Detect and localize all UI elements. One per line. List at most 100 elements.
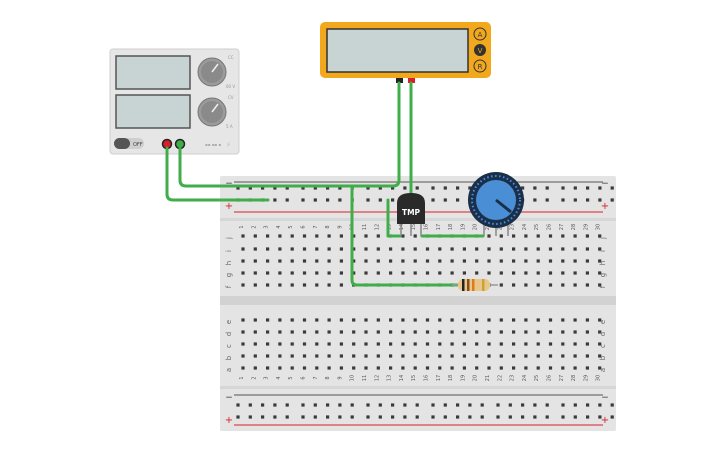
- bottom-terminal-hole[interactable]: [475, 366, 479, 370]
- top-rail-plus-hole[interactable]: [313, 198, 317, 202]
- bottom-terminal-hole[interactable]: [364, 318, 368, 322]
- bottom-terminal-hole[interactable]: [278, 354, 282, 358]
- mode-current-button[interactable]: A: [473, 27, 487, 41]
- top-rail-minus-hole[interactable]: [285, 186, 289, 190]
- bottom-terminal-hole[interactable]: [413, 318, 417, 322]
- bottom-rail-plus-hole[interactable]: [610, 415, 614, 419]
- top-terminal-hole[interactable]: [475, 259, 479, 263]
- bottom-rail-plus-hole[interactable]: [285, 415, 289, 419]
- top-terminal-hole[interactable]: [598, 247, 602, 251]
- bottom-terminal-hole[interactable]: [548, 342, 553, 346]
- bottom-rail-minus-hole[interactable]: [391, 403, 395, 407]
- bottom-terminal-hole[interactable]: [598, 354, 602, 358]
- bottom-terminal-hole[interactable]: [413, 330, 417, 334]
- bottom-terminal-hole[interactable]: [438, 318, 442, 322]
- top-rail-minus-hole[interactable]: [366, 186, 370, 190]
- top-rail-minus-hole[interactable]: [431, 186, 435, 190]
- bottom-rail-plus-hole[interactable]: [598, 415, 602, 419]
- top-terminal-hole[interactable]: [524, 259, 528, 263]
- top-terminal-hole[interactable]: [425, 247, 430, 251]
- bottom-rail-minus-hole[interactable]: [350, 403, 354, 407]
- top-rail-plus-hole[interactable]: [598, 198, 602, 202]
- top-rail-minus-hole[interactable]: [533, 186, 537, 190]
- top-terminal-hole[interactable]: [548, 259, 553, 263]
- bottom-terminal-hole[interactable]: [499, 318, 503, 322]
- top-terminal-hole[interactable]: [315, 247, 319, 251]
- bottom-terminal-hole[interactable]: [499, 354, 503, 358]
- top-terminal-hole[interactable]: [290, 271, 294, 275]
- top-terminal-hole[interactable]: [561, 271, 565, 275]
- bottom-terminal-hole[interactable]: [339, 342, 343, 346]
- top-terminal-hole[interactable]: [352, 271, 356, 275]
- bottom-terminal-hole[interactable]: [598, 330, 602, 334]
- top-terminal-hole[interactable]: [524, 247, 528, 251]
- top-terminal-hole[interactable]: [573, 247, 577, 251]
- bottom-terminal-hole[interactable]: [389, 366, 393, 370]
- top-terminal-hole[interactable]: [352, 247, 356, 251]
- top-terminal-hole[interactable]: [487, 271, 491, 275]
- top-rail-plus-hole[interactable]: [610, 198, 614, 202]
- top-terminal-hole[interactable]: [462, 259, 466, 263]
- top-terminal-hole[interactable]: [438, 271, 442, 275]
- top-terminal-hole[interactable]: [536, 259, 540, 263]
- top-terminal-hole[interactable]: [253, 234, 257, 238]
- top-terminal-hole[interactable]: [339, 271, 343, 275]
- bottom-terminal-hole[interactable]: [352, 330, 356, 334]
- top-rail-plus-hole[interactable]: [326, 198, 330, 202]
- bottom-terminal-hole[interactable]: [598, 342, 602, 346]
- bottom-rail-minus-hole[interactable]: [378, 403, 382, 407]
- bottom-terminal-hole[interactable]: [524, 330, 528, 334]
- top-terminal-hole[interactable]: [327, 234, 331, 238]
- bottom-terminal-hole[interactable]: [548, 318, 553, 322]
- bottom-terminal-hole[interactable]: [278, 330, 282, 334]
- bottom-terminal-hole[interactable]: [561, 366, 565, 370]
- top-terminal-hole[interactable]: [598, 283, 602, 287]
- bottom-rail-plus-hole[interactable]: [431, 415, 435, 419]
- bottom-rail-minus-hole[interactable]: [496, 403, 500, 407]
- top-terminal-hole[interactable]: [241, 271, 245, 275]
- bottom-terminal-hole[interactable]: [376, 354, 380, 358]
- bottom-terminal-hole[interactable]: [339, 318, 343, 322]
- top-terminal-hole[interactable]: [389, 271, 393, 275]
- top-terminal-hole[interactable]: [315, 271, 319, 275]
- bottom-terminal-hole[interactable]: [376, 366, 380, 370]
- top-rail-minus-hole[interactable]: [456, 186, 460, 190]
- current-knob[interactable]: [197, 97, 227, 127]
- bottom-terminal-hole[interactable]: [364, 354, 368, 358]
- top-terminal-hole[interactable]: [499, 271, 503, 275]
- bottom-terminal-hole[interactable]: [536, 342, 540, 346]
- bottom-terminal-hole[interactable]: [327, 354, 331, 358]
- bottom-rail-plus-hole[interactable]: [573, 415, 577, 419]
- bottom-terminal-hole[interactable]: [487, 342, 491, 346]
- top-rail-minus-hole[interactable]: [561, 186, 565, 190]
- bottom-terminal-hole[interactable]: [450, 342, 454, 346]
- top-terminal-hole[interactable]: [253, 283, 257, 287]
- bottom-rail-plus-hole[interactable]: [586, 415, 590, 419]
- top-rail-plus-hole[interactable]: [456, 198, 460, 202]
- top-terminal-hole[interactable]: [573, 234, 577, 238]
- top-terminal-hole[interactable]: [376, 259, 380, 263]
- bottom-rail-plus-hole[interactable]: [480, 415, 484, 419]
- bottom-rail-minus-hole[interactable]: [326, 403, 330, 407]
- bottom-terminal-hole[interactable]: [512, 342, 516, 346]
- top-terminal-hole[interactable]: [512, 259, 516, 263]
- bottom-terminal-hole[interactable]: [524, 366, 528, 370]
- top-terminal-hole[interactable]: [401, 234, 405, 238]
- top-rail-plus-hole[interactable]: [285, 198, 289, 202]
- bottom-rail-minus-hole[interactable]: [248, 403, 252, 407]
- top-terminal-hole[interactable]: [327, 271, 331, 275]
- top-terminal-hole[interactable]: [536, 234, 540, 238]
- top-terminal-hole[interactable]: [573, 283, 577, 287]
- bottom-rail-minus-hole[interactable]: [508, 403, 512, 407]
- top-terminal-hole[interactable]: [253, 259, 257, 263]
- bottom-rail-plus-hole[interactable]: [261, 415, 265, 419]
- top-terminal-hole[interactable]: [561, 234, 565, 238]
- top-rail-plus-hole[interactable]: [586, 198, 590, 202]
- voltage-knob[interactable]: [197, 57, 227, 87]
- bottom-terminal-hole[interactable]: [598, 318, 602, 322]
- top-terminal-hole[interactable]: [401, 259, 405, 263]
- top-rail-minus-hole[interactable]: [468, 186, 472, 190]
- bottom-rail-minus-hole[interactable]: [610, 403, 614, 407]
- top-terminal-hole[interactable]: [278, 259, 282, 263]
- top-terminal-hole[interactable]: [352, 259, 356, 263]
